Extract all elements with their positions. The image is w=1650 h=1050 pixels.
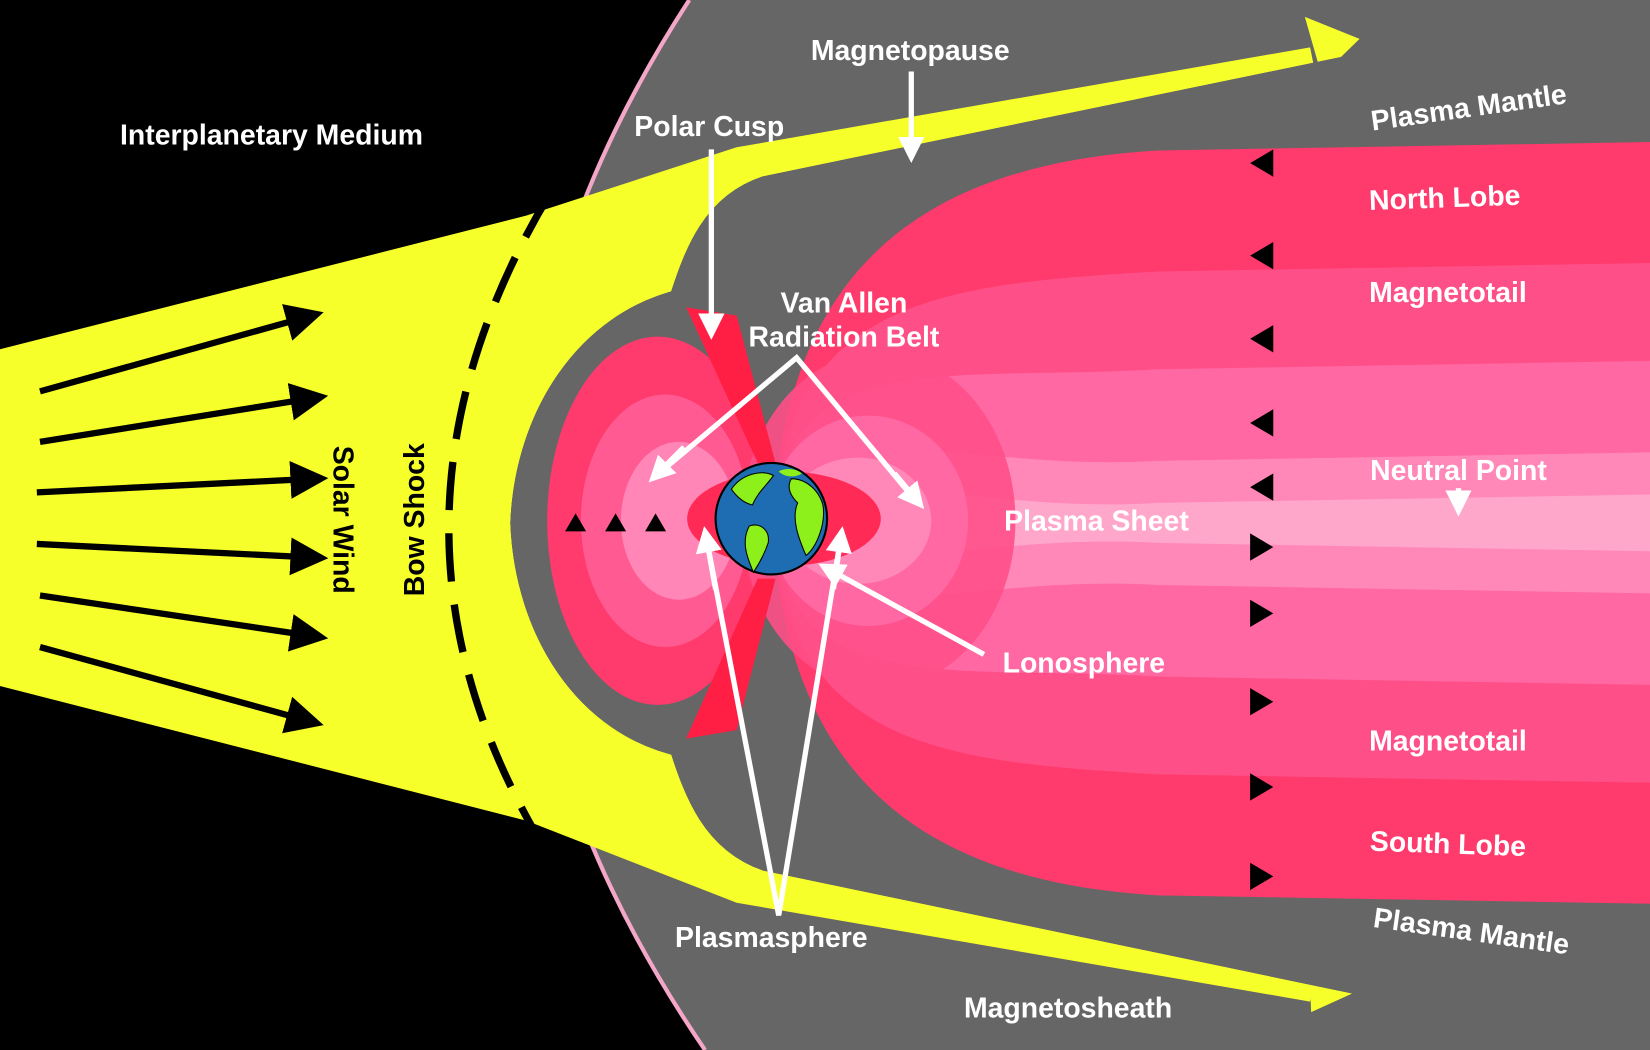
label-radiation-belt: Radiation Belt [748, 321, 939, 353]
field-direction-triangle-left [1250, 241, 1274, 270]
label-north-lobe: North Lobe [1369, 180, 1521, 217]
field-direction-triangle-right [1250, 533, 1274, 561]
field-direction-triangle-left [1250, 409, 1274, 437]
field-direction-triangle-up [565, 513, 587, 532]
field-direction-triangle-left [1250, 473, 1274, 501]
label-magnetosheath: Magnetosheath [964, 993, 1172, 1025]
label-van-allen: Van Allen [781, 288, 908, 320]
label-solar-wind: Solar Wind [326, 446, 358, 594]
solar-wind-arrow [39, 304, 324, 395]
solar-wind-arrow [36, 461, 329, 499]
label-plasmasphere: Plasmasphere [675, 922, 868, 954]
solar-wind-arrow [39, 382, 329, 446]
solar-wind-arrow [36, 537, 329, 576]
bow-shock-line [445, 192, 553, 828]
solar-wind-arrow [39, 644, 324, 734]
label-ionosphere: Lonosphere [1003, 647, 1165, 679]
field-direction-triangle-right [1250, 688, 1274, 716]
label-magnetopause: Magnetopause [811, 35, 1010, 67]
label-magnetotail-north: Magnetotail [1369, 277, 1527, 309]
field-direction-triangle-right [1250, 773, 1274, 801]
label-magnetotail-south: Magnetotail [1369, 725, 1527, 757]
field-direction-triangle-left [1250, 325, 1274, 353]
plasmasphere-pointer [702, 530, 845, 916]
label-south-lobe: South Lobe [1369, 826, 1526, 863]
field-direction-triangle-left [1250, 149, 1274, 177]
label-interplanetary-medium: Interplanetary Medium [120, 119, 423, 151]
label-neutral-point: Neutral Point [1370, 455, 1547, 487]
van-allen-pointer [650, 354, 920, 505]
label-bow-shock: Bow Shock [399, 443, 431, 596]
label-plasma-sheet: Plasma Sheet [1004, 505, 1189, 537]
label-polar-cusp: Polar Cusp [634, 111, 784, 143]
polar-cusp-funnel-north [686, 307, 776, 463]
solar-wind-arrow [39, 592, 329, 652]
magnetosphere [510, 0, 1650, 1050]
field-direction-triangle-right [1250, 862, 1274, 891]
field-direction-triangle-up [605, 513, 627, 532]
solar-wind-arrowhead-top [1304, 16, 1360, 76]
earth-globe [714, 461, 829, 576]
field-direction-triangle-right [1250, 599, 1274, 628]
field-direction-triangle-up [645, 513, 667, 532]
solar-wind-stream [0, 47, 1316, 1002]
ionosphere-pointer [818, 563, 986, 657]
